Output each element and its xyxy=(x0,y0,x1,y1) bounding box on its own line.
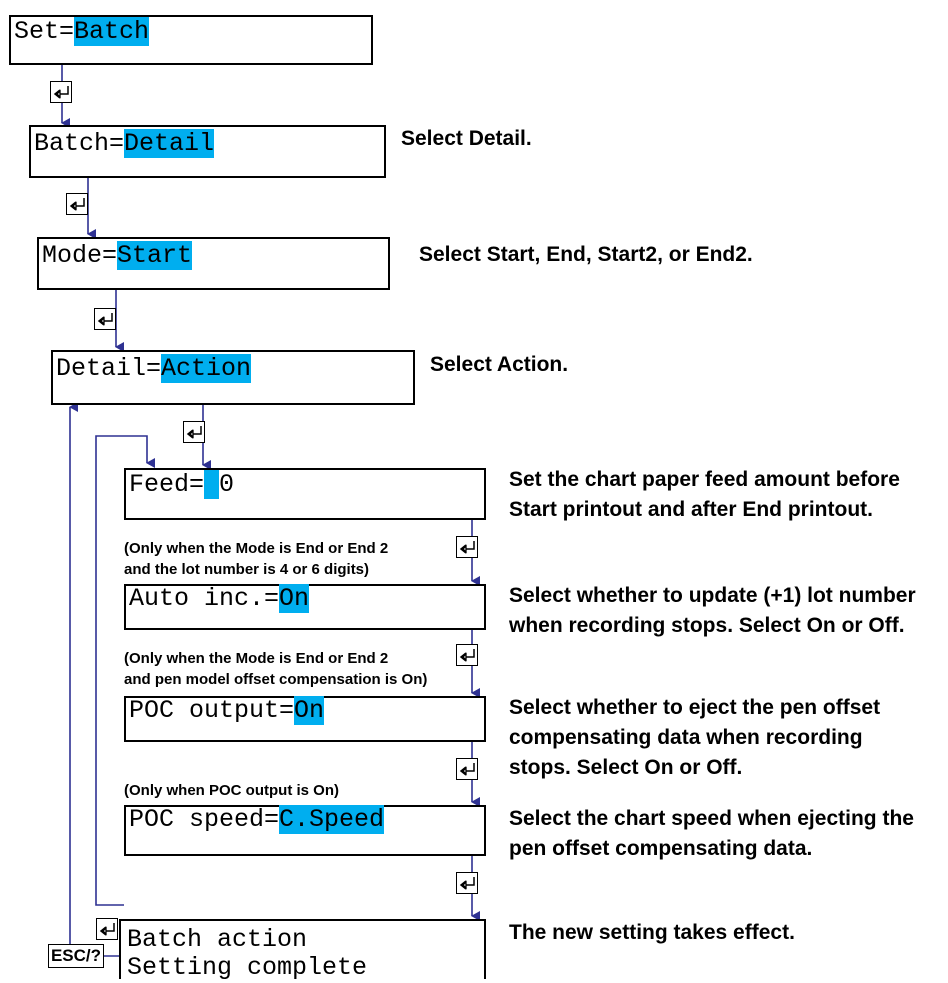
pocspeed-screen: POC speed=C.Speed xyxy=(124,805,486,856)
enter-key-icon xyxy=(50,81,72,103)
autoinc-value: On xyxy=(279,584,310,613)
autoinc-note-line: Select whether to update (+1) lot number xyxy=(509,584,916,607)
pocspeed-note-line: Select the chart speed when ejecting the xyxy=(509,807,914,830)
feed-note: Set the chart paper feed amount before S… xyxy=(509,465,900,525)
pocspeed-note: Select the chart speed when ejecting the… xyxy=(509,804,914,864)
pocoutput-condition: (Only when the Mode is End or End 2 and … xyxy=(124,648,427,690)
mode-label: Mode= xyxy=(42,241,118,270)
enter-key-icon xyxy=(183,421,205,443)
feed-value: 0 xyxy=(219,470,235,499)
batch-note: Select Detail. xyxy=(401,127,532,150)
autoinc-note-line: when recording stops. Select On or Off. xyxy=(509,614,905,637)
pocoutput-note-line: Select whether to eject the pen offset xyxy=(509,696,881,719)
autoinc-label: Auto inc.= xyxy=(129,584,280,613)
mode-note: Select Start, End, Start2, or End2. xyxy=(419,243,753,266)
pocoutput-value: On xyxy=(294,696,325,725)
feed-note-line: Set the chart paper feed amount before xyxy=(509,468,900,491)
batch-label: Batch= xyxy=(34,129,125,158)
batch-value: Detail xyxy=(124,129,215,158)
pocspeed-value: C.Speed xyxy=(279,805,385,834)
enter-key-icon xyxy=(456,644,478,666)
enter-key-icon xyxy=(96,918,118,940)
complete-note: The new setting takes effect. xyxy=(509,921,795,944)
pocoutput-condition-line: and pen model offset compensation is On) xyxy=(124,671,428,688)
enter-key-icon xyxy=(456,872,478,894)
complete-line2: Setting complete xyxy=(127,953,368,982)
set-value: Batch xyxy=(74,17,150,46)
pocspeed-note-line: pen offset compensating data. xyxy=(509,837,813,860)
esc-key: ESC/? xyxy=(48,944,104,968)
detail-screen: Detail=Action xyxy=(51,350,415,405)
pocspeed-condition: (Only when POC output is On) xyxy=(124,782,339,799)
autoinc-condition-line: and the lot number is 4 or 6 digits) xyxy=(124,561,370,578)
mode-screen: Mode=Start xyxy=(37,237,390,290)
pocspeed-label: POC speed= xyxy=(129,805,280,834)
feed-cursor xyxy=(204,470,220,499)
enter-key-icon xyxy=(456,536,478,558)
pocoutput-note-line: compensating data when recording xyxy=(509,726,863,749)
feed-screen: Feed= 0 xyxy=(124,468,486,520)
pocoutput-note-line: stops. Select On or Off. xyxy=(509,756,743,779)
autoinc-condition-line: (Only when the Mode is End or End 2 xyxy=(124,540,389,557)
autoinc-condition: (Only when the Mode is End or End 2 and … xyxy=(124,538,388,580)
autoinc-note: Select whether to update (+1) lot number… xyxy=(509,581,916,641)
pocoutput-note: Select whether to eject the pen offset c… xyxy=(509,693,880,783)
set-label: Set= xyxy=(14,17,75,46)
feed-note-line: Start printout and after End printout. xyxy=(509,498,873,521)
complete-line1: Batch action xyxy=(127,925,308,954)
feed-label: Feed= xyxy=(129,470,205,499)
set-screen: Set=Batch xyxy=(9,15,373,65)
mode-value: Start xyxy=(117,241,193,270)
detail-note: Select Action. xyxy=(430,353,569,376)
complete-screen: Batch action Setting complete xyxy=(119,919,486,982)
detail-label: Detail= xyxy=(56,354,162,383)
pocoutput-screen: POC output=On xyxy=(124,696,486,742)
autoinc-screen: Auto inc.=On xyxy=(124,584,486,630)
batch-screen: Batch=Detail xyxy=(29,125,386,178)
pocoutput-condition-line: (Only when the Mode is End or End 2 xyxy=(124,650,389,667)
pocoutput-label: POC output= xyxy=(129,696,295,725)
enter-key-icon xyxy=(456,758,478,780)
enter-key-icon xyxy=(94,308,116,330)
enter-key-icon xyxy=(66,193,88,215)
detail-value: Action xyxy=(161,354,252,383)
